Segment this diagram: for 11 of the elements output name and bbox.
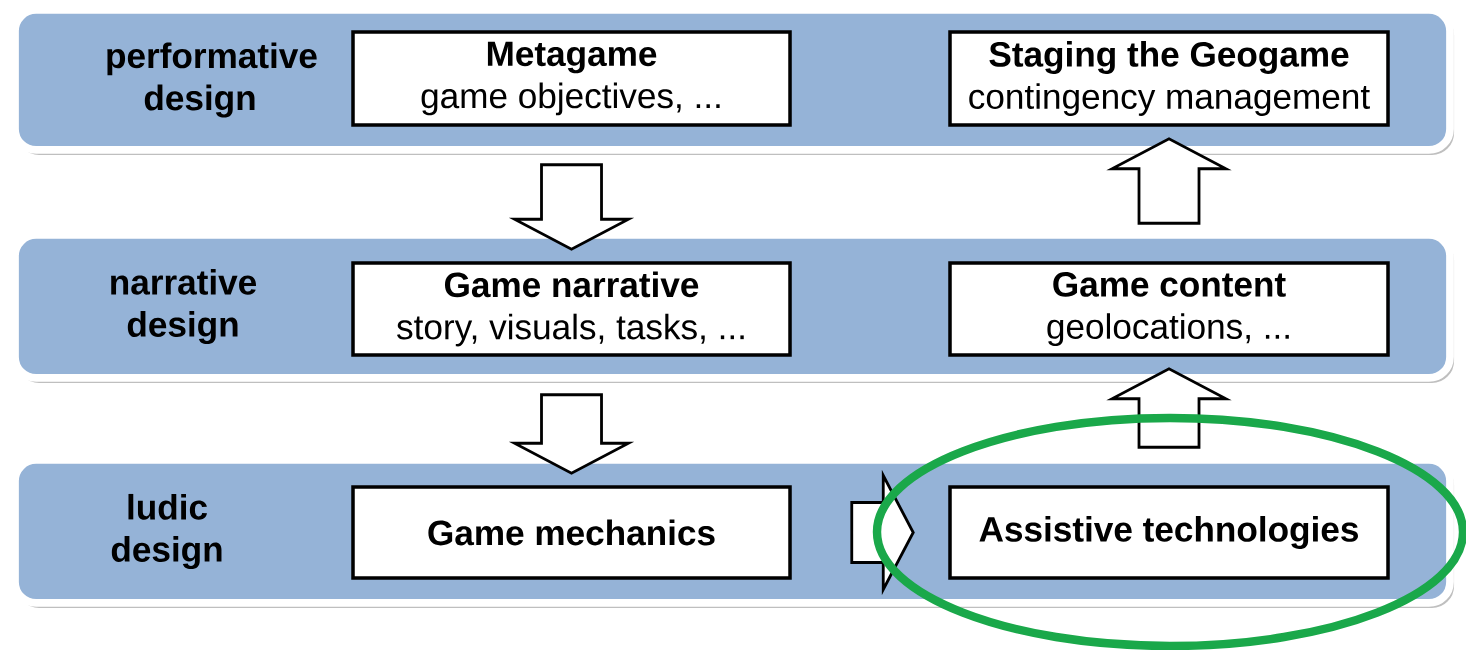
process-box: Staging the Geogame contingency management: [948, 30, 1390, 127]
process-box: Game content geolocations, ...: [948, 261, 1390, 357]
block-arrow: [508, 163, 635, 251]
process-box: Game narrative story, visuals, tasks, ...: [351, 261, 792, 357]
block-arrow: [1106, 367, 1232, 449]
block-arrow: [1106, 137, 1232, 225]
block-arrow: [508, 393, 635, 475]
process-box: Game mechanics: [351, 485, 792, 580]
process-box: Metagame game objectives, ...: [351, 30, 792, 127]
process-box: Assistive technologies: [948, 485, 1390, 580]
block-arrow: [850, 469, 915, 596]
